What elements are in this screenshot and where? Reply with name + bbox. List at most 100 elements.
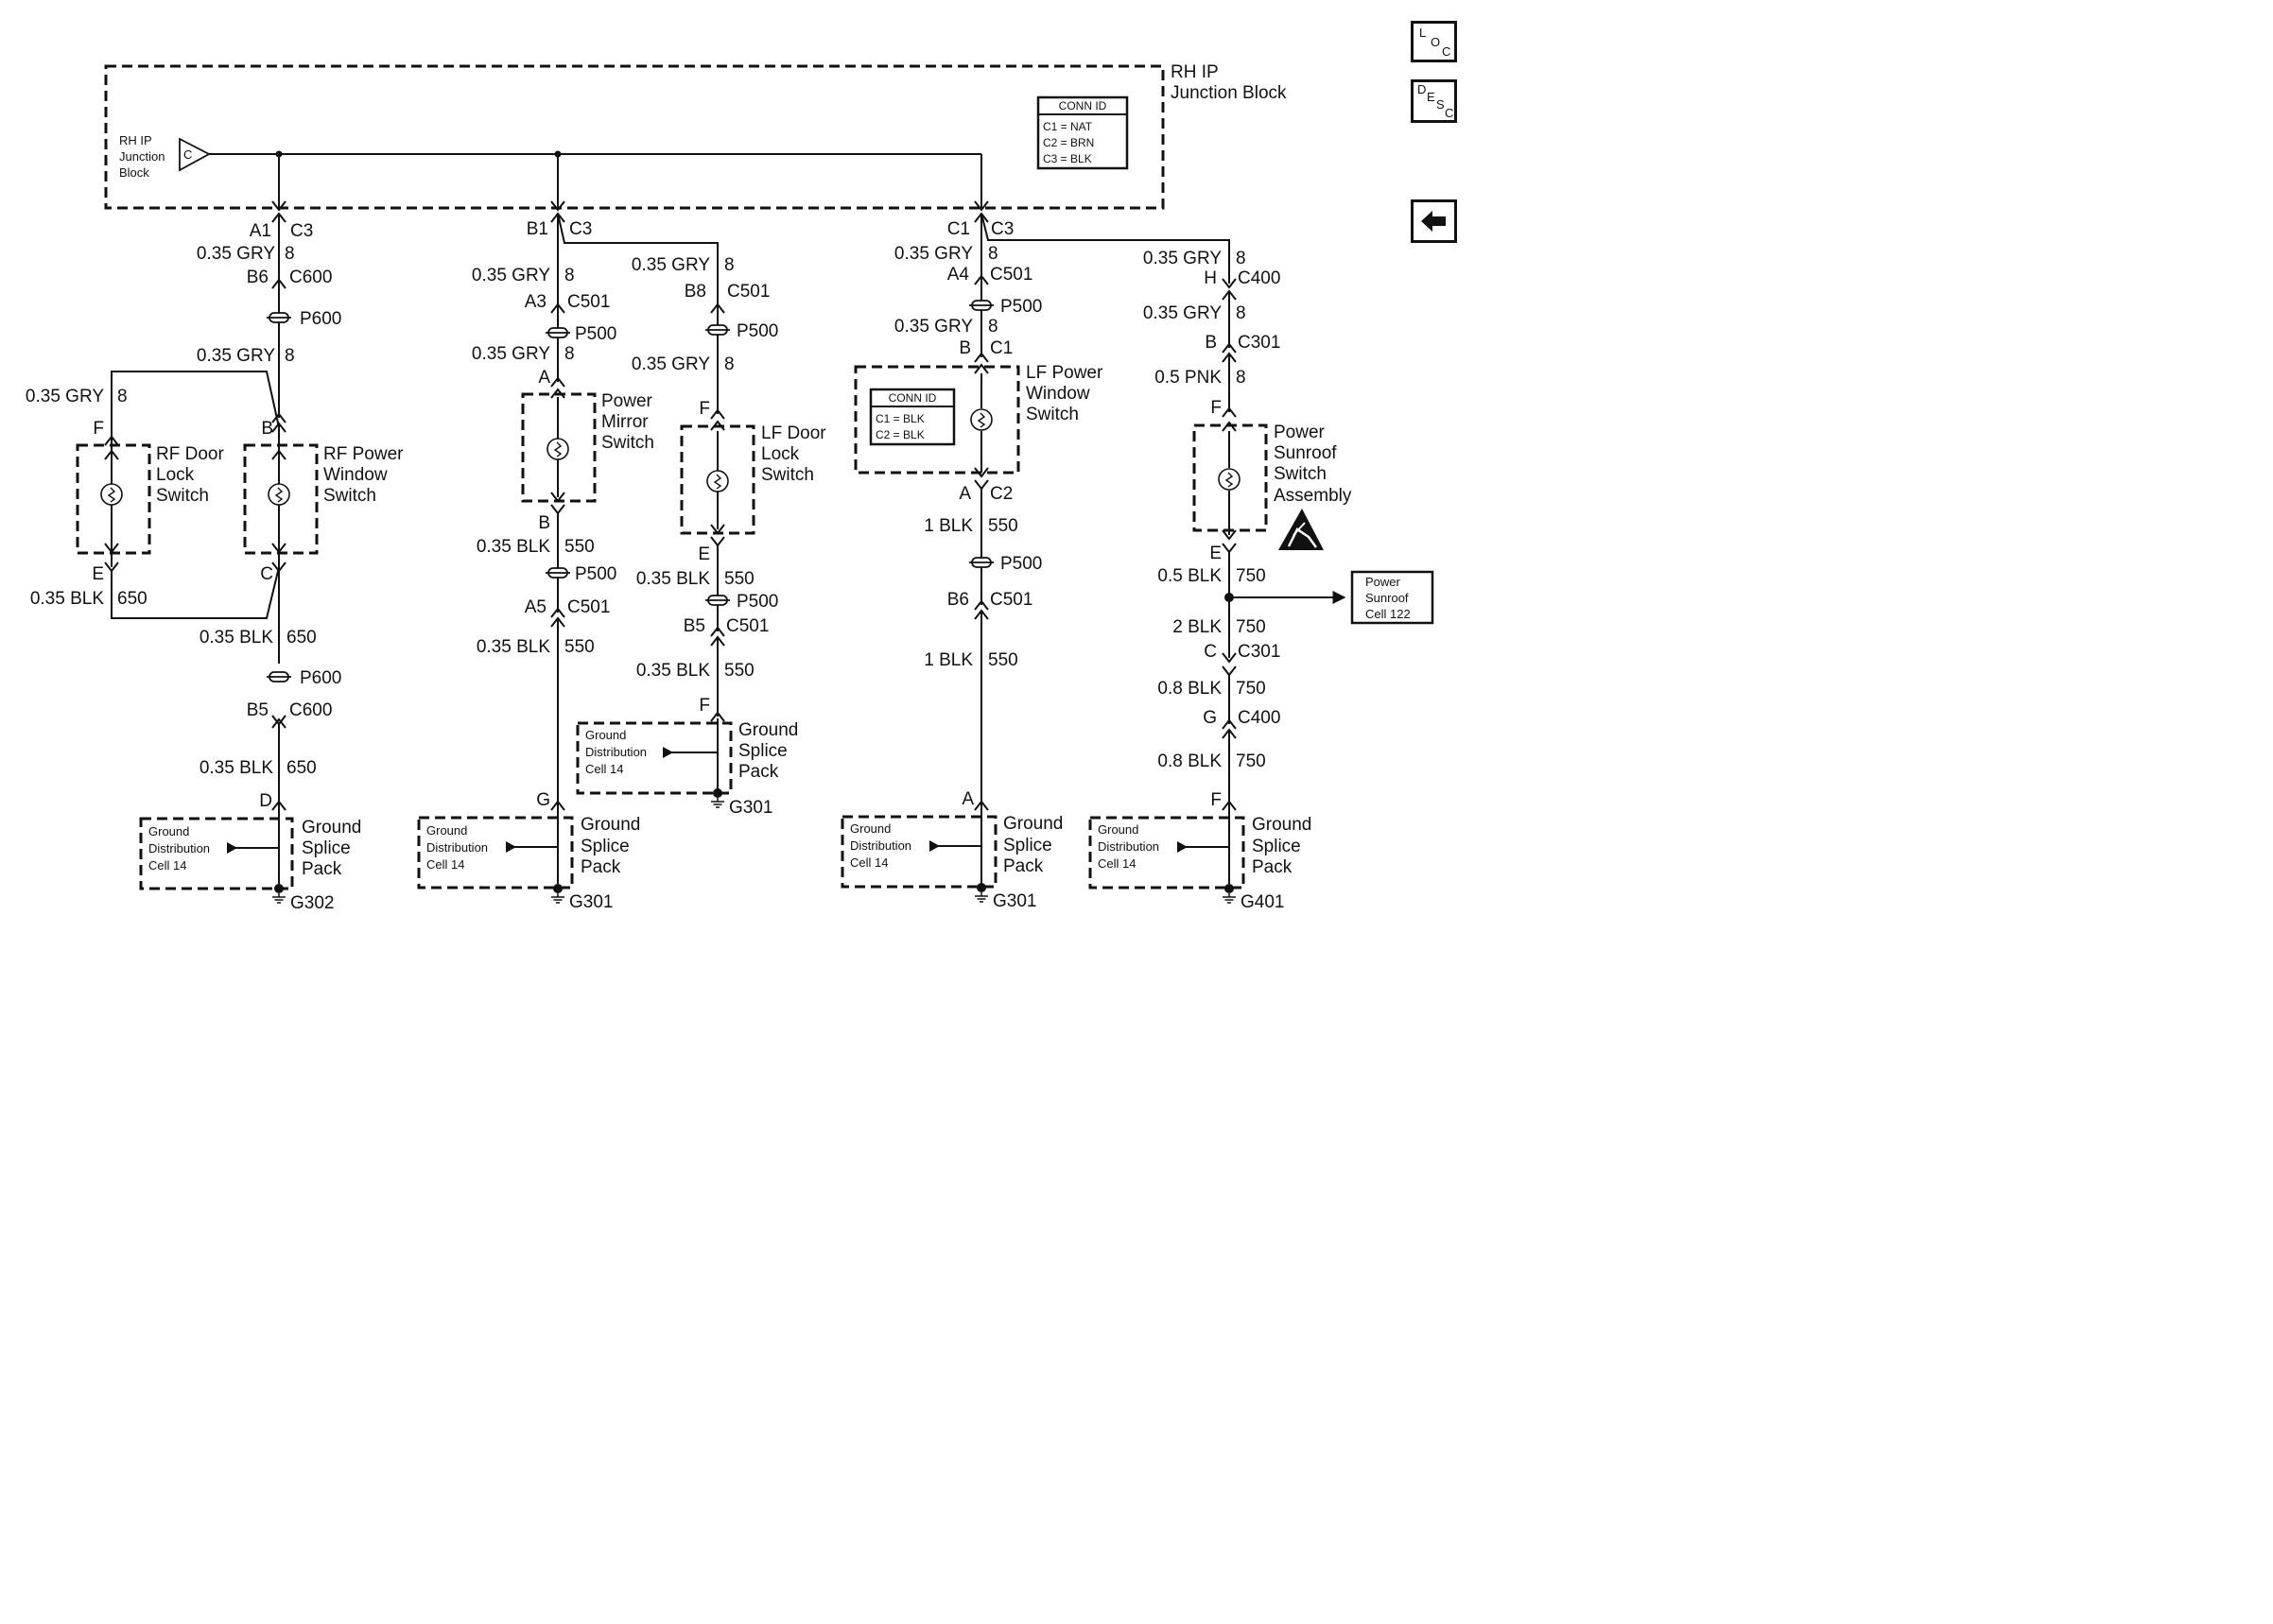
rf-power-window-switch-name: Switch: [323, 486, 376, 506]
bus-junction-dot: [275, 150, 283, 158]
lf-power-window-switch-name: Window: [1026, 384, 1090, 404]
connector-label: C400: [1238, 708, 1280, 728]
splice-p600: [266, 312, 292, 323]
pin-label: B6: [947, 590, 969, 610]
lf-door-lock-switch-name: Lock: [761, 444, 800, 464]
ground-label: G401: [1241, 892, 1284, 912]
ground-splice-pack-name: Pack: [1252, 857, 1293, 877]
circuit-number: 8: [564, 344, 575, 364]
connector-label: C3: [290, 221, 313, 241]
rf-power-window-switch-name: RF Power: [323, 444, 404, 464]
junction-block-outline: [104, 64, 1165, 210]
power-mirror-switch-name: Switch: [601, 433, 654, 453]
lf-power-window-switch-box: [854, 365, 1020, 475]
lf-door-lock-switch-box: [680, 424, 755, 535]
pin-label: F: [699, 696, 710, 716]
desc-button[interactable]: D E S C: [1411, 79, 1457, 123]
splice-p500: [545, 327, 571, 338]
splice-p500: [704, 324, 731, 336]
pin-label: B5: [247, 700, 269, 720]
rf-door-lock-switch-box: [76, 443, 151, 555]
pin-label: E: [698, 544, 710, 564]
ground-splice-pack-name: Ground: [1003, 814, 1063, 834]
back-button[interactable]: [1411, 199, 1457, 243]
loc-button[interactable]: L O C: [1411, 21, 1457, 62]
wire-size-label: 1 BLK: [924, 516, 973, 536]
connector-label: C501: [726, 616, 769, 636]
conn-id-title: CONN ID: [889, 391, 937, 405]
conn-id-row: C1 = BLK: [876, 412, 925, 425]
ground-splice-pack-name: Splice: [581, 837, 630, 856]
ground-distribution-ref: Distribution: [850, 838, 911, 853]
wire-size-label: 0.35 BLK: [200, 628, 273, 648]
ground-distribution-ref: Cell 14: [148, 858, 186, 872]
desc-char: D: [1417, 82, 1427, 96]
circuit-number: 750: [1236, 752, 1266, 771]
wire-size-label: 1 BLK: [924, 650, 973, 670]
wire-size-label: 0.35 GRY: [197, 346, 275, 366]
pin-label: F: [1210, 398, 1222, 418]
connector-label: C3: [991, 219, 1014, 239]
splice-dot: [1224, 593, 1234, 602]
connector-label: C301: [1238, 333, 1280, 353]
splice-label: P500: [1000, 297, 1042, 317]
circuit-number: 550: [724, 569, 755, 589]
loc-char: C: [1442, 44, 1451, 59]
circuit-number: 550: [564, 637, 595, 657]
pin-label: A: [959, 484, 971, 504]
rf-door-lock-switch-name: Switch: [156, 486, 209, 506]
splice-p500: [545, 567, 571, 579]
circuit-number: 750: [1236, 566, 1266, 586]
reference-box-line: Sunroof: [1365, 591, 1409, 605]
desc-char: E: [1427, 90, 1435, 104]
power-sunroof-reference-box[interactable]: Power Sunroof Cell 122: [1350, 570, 1434, 625]
ground-splice-pack-name: Pack: [302, 859, 342, 879]
wire-size-label: 0.35 GRY: [632, 354, 710, 374]
pin-label: B: [261, 419, 273, 439]
switch-icon: [1218, 468, 1241, 491]
ground-splice-pack-name: Splice: [738, 741, 788, 761]
circuit-number: 8: [988, 317, 998, 337]
pin-label: F: [699, 399, 710, 419]
ground-splice-pack-name: Pack: [738, 762, 779, 782]
pin-label: C1: [947, 219, 970, 239]
ground-distribution-ref: Ground: [426, 823, 467, 838]
pin-label: C: [260, 564, 273, 584]
circuit-number: 750: [1236, 617, 1266, 637]
junction-input-label-2: Junction: [119, 149, 165, 164]
circuit-number: 550: [988, 516, 1018, 536]
junction-block: RH IP Junction Block RH IP Junction Bloc…: [104, 62, 1287, 210]
wire-size-label: 0.8 BLK: [1157, 679, 1222, 699]
conn-id-row: C1 = NAT: [1043, 120, 1093, 133]
pin-label: A4: [947, 265, 970, 285]
lf-door-lock-switch-name: LF Door: [761, 423, 826, 443]
switch-icon: [970, 408, 993, 431]
lf-window-conn-id-table: CONN ID C1 = BLK C2 = BLK: [869, 388, 956, 446]
wire-size-label: 0.35 GRY: [1143, 303, 1222, 323]
ground-splice-pack: Ground Distribution Cell 14 Ground Splic…: [1088, 815, 1311, 890]
splice-label: P500: [1000, 554, 1042, 574]
ground-icon: [271, 883, 286, 904]
pin-label: B: [1205, 333, 1217, 353]
loc-char: O: [1431, 35, 1441, 49]
splice-label: P500: [575, 564, 616, 584]
pin-label: B8: [685, 282, 706, 302]
connector-label: C1: [990, 338, 1013, 358]
connector-label: C3: [569, 219, 592, 239]
wire-size-label: 0.35 GRY: [472, 344, 550, 364]
ground-splice-pack: Ground Distribution Cell 14 Ground Splic…: [841, 814, 1063, 889]
ground-distribution-ref: Distribution: [426, 840, 488, 855]
splice-label: P500: [737, 321, 778, 341]
pin-label: E: [1209, 544, 1222, 563]
circuit-number: 8: [1236, 368, 1246, 388]
pin-label: H: [1204, 268, 1217, 288]
sunroof-circuit: [1222, 278, 1346, 884]
pin-label: A5: [525, 597, 547, 617]
circuit-number: 750: [1236, 679, 1266, 699]
wiring-diagram: RH IP Junction Block RH IP Junction Bloc…: [26, 62, 1434, 913]
ground-splice-pack-name: Splice: [302, 838, 351, 858]
circuit-number: 8: [988, 244, 998, 264]
rf-door-lock-switch-name: Lock: [156, 465, 195, 485]
splice-p600: [266, 671, 292, 682]
circuit-number: 8: [1236, 303, 1246, 323]
